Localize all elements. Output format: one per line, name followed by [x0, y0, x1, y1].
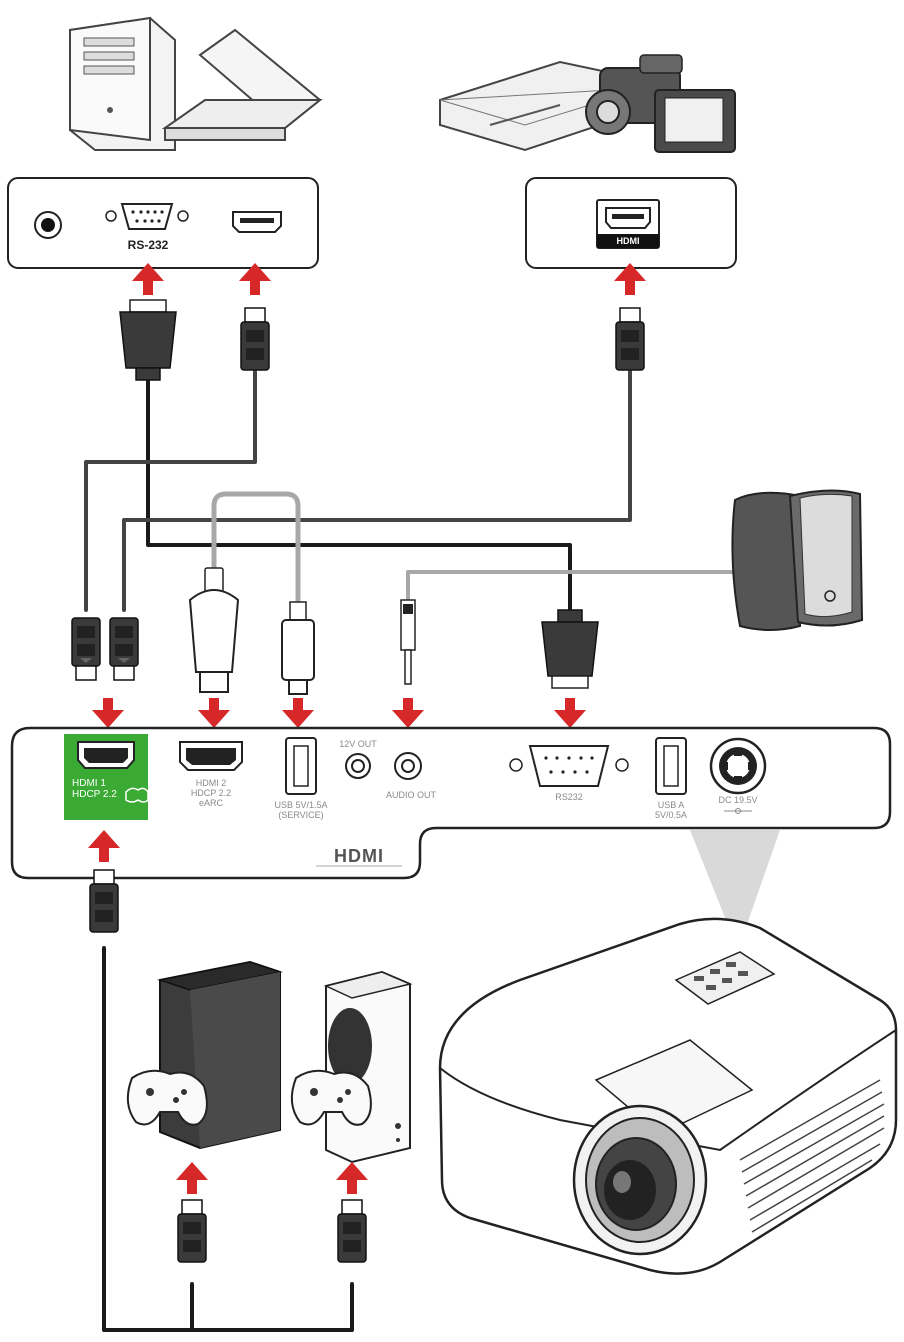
hdmi-logo: HDMI	[334, 846, 384, 866]
arrow-down-icon	[198, 698, 230, 728]
game-controller-icon	[126, 1069, 208, 1126]
computer-tower-icon	[69, 16, 176, 151]
speakers-icon	[731, 489, 864, 631]
hdmi2-label: HDMI 2	[195, 778, 227, 788]
usb-a-label: USB A	[657, 800, 685, 810]
laptop-icon	[161, 28, 323, 141]
hdmi-connector-icon	[109, 617, 139, 681]
hdmi-port-icon	[179, 741, 243, 771]
usb-connector-icon	[281, 601, 315, 695]
arrow-down-icon	[92, 698, 124, 728]
xbox-series-x-icon	[157, 960, 283, 1150]
vga-connector-icon	[119, 299, 177, 381]
hdmi-connector-icon	[89, 869, 119, 933]
audio-out-label: AUDIO OUT	[385, 790, 436, 800]
projector-icon	[438, 917, 898, 1275]
hdmi-port-icon	[77, 741, 135, 769]
hdmi1-label: HDMI 1	[72, 778, 106, 789]
arrow-down-icon	[554, 698, 586, 728]
usb-service-label: USB 5V/1.5A	[274, 800, 328, 810]
hdmi-connector-icon	[177, 1199, 207, 1263]
usb-port-icon	[655, 737, 687, 795]
rs232-port-label: RS232	[555, 792, 583, 802]
polarity-symbol-icon	[724, 808, 752, 814]
arrow-down-icon	[282, 698, 314, 728]
usb-port-icon	[285, 737, 317, 795]
hdmi1-hdcp-label: HDCP 2.2	[72, 789, 117, 800]
audio-out-jack-icon	[394, 752, 422, 780]
beam-indicator	[690, 830, 780, 950]
rs232-port-icon	[105, 203, 189, 230]
audio-jack-icon	[34, 211, 62, 239]
dc-power-icon	[709, 737, 767, 795]
usb-dongle-icon	[188, 567, 240, 693]
hdmi2-hdcp-label: HDCP 2.2	[190, 788, 232, 798]
usb-service-sub-label: (SERVICE)	[278, 810, 324, 820]
arrow-up-icon	[176, 1162, 208, 1194]
rs232-label: RS-232	[127, 238, 169, 252]
hdmi-badge-label: HDMI	[616, 236, 640, 246]
arrow-down-icon	[392, 698, 424, 728]
hdmi-port-with-badge-icon	[596, 199, 660, 249]
dc-in-label: DC 19.5V	[718, 795, 758, 805]
twelve-v-jack-icon	[345, 753, 371, 779]
xbox-series-s-icon	[323, 970, 413, 1164]
usb-a-rating-label: 5V/0.5A	[654, 810, 688, 820]
audio-plug-icon	[400, 599, 416, 685]
arrow-up-icon	[336, 1162, 368, 1194]
twelve-v-out-label: 12V OUT	[339, 739, 377, 749]
vga-connector-icon	[541, 609, 599, 689]
game-controller-icon	[290, 1069, 372, 1126]
camcorder-icon	[585, 54, 736, 153]
hdmi-connector-icon	[337, 1199, 367, 1263]
hdmi-connector-icon	[71, 617, 101, 681]
rs232-port-icon	[509, 745, 629, 787]
hdmi-port-icon	[232, 211, 282, 233]
hdmi2-earc-label: eARC	[198, 798, 223, 808]
game-mode-icon	[125, 787, 149, 803]
hdmi-connector-icon	[615, 307, 645, 371]
hdmi-connector-icon	[240, 307, 270, 371]
cables	[84, 370, 742, 1332]
